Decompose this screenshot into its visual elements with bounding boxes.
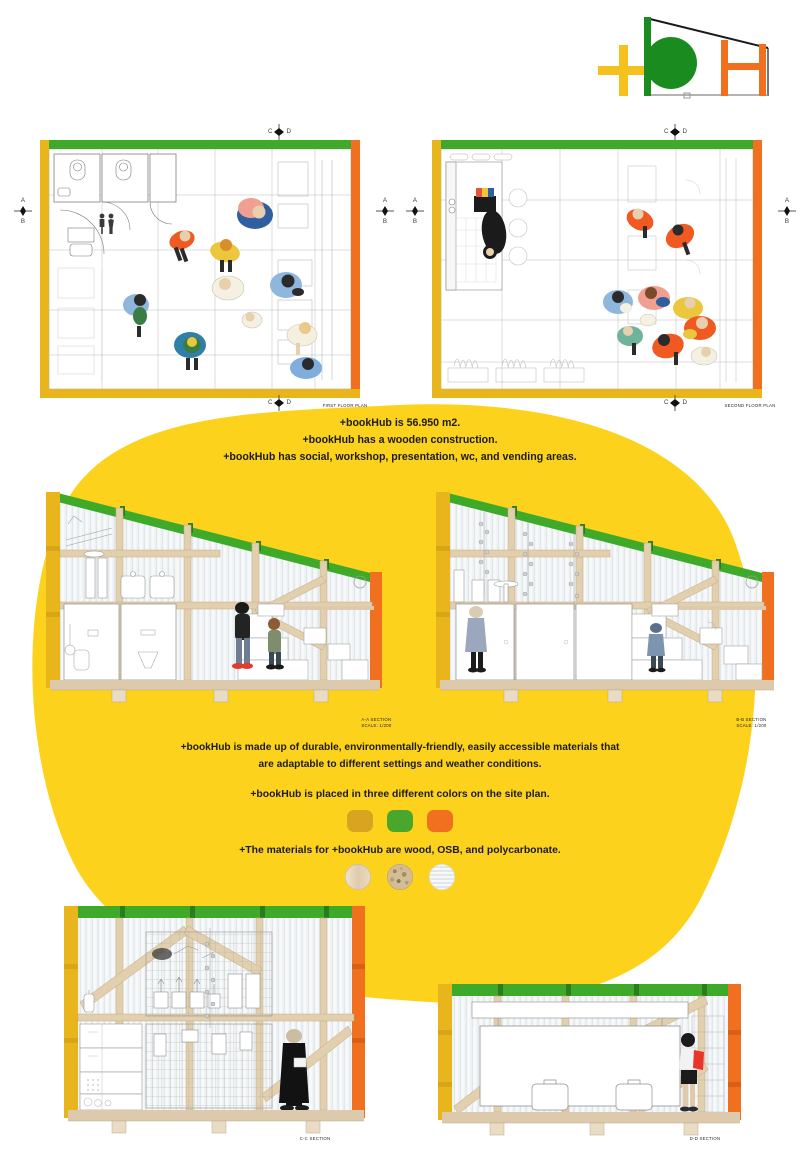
aa-orange-wall: [370, 572, 382, 688]
text-2-line-2: are adaptable to different settings and …: [258, 758, 542, 770]
plan1-marker-left: A B: [14, 197, 32, 225]
plan1-marker-right: A B: [376, 197, 394, 225]
cc-green-roof: [72, 906, 360, 918]
wc-pictogram-icon: [99, 213, 114, 234]
bb-person-2: [647, 623, 666, 673]
text-1-line-3: +bookHub has social, workshop, presentat…: [223, 451, 577, 464]
text-1-line-1: +bookHub is 56.950 m2.: [339, 417, 461, 429]
aa-person-1: [232, 602, 253, 669]
plan1-people: [123, 198, 322, 379]
text-block-3: +bookHub is placed in three different co…: [0, 787, 800, 804]
cc-yellow-wall: [64, 906, 78, 1118]
plan2-marker-bottom: C D: [664, 395, 687, 411]
plan1-orange-edge: [351, 140, 360, 398]
aa-caption-line-2: SCALE: 1/200: [361, 723, 392, 729]
color-swatch-row: [0, 810, 800, 832]
cc-mesh-shelf-upper: [145, 931, 273, 1017]
dd-upper-board: [471, 1001, 689, 1019]
logo-b-icon: [644, 17, 697, 96]
aa-caption-line-1: A-A SECTION: [361, 717, 392, 723]
material-swatch-osb: [387, 864, 413, 890]
caption-cc-section: C-C SECTION: [299, 1136, 331, 1141]
aa-person-2: [266, 618, 284, 670]
text-block-4: +The materials for +bookHub are wood, OS…: [0, 843, 800, 860]
drawing-aa-section: [42, 484, 388, 706]
logo-roof-line: [645, 17, 769, 49]
plan2-planting-strip: [447, 358, 585, 383]
dd-storage-boxes: [531, 1079, 653, 1111]
drawing-second-floor-plan: [432, 140, 762, 398]
dd-green-roof: [446, 984, 736, 996]
drawing-first-floor-plan: [40, 140, 360, 398]
text-1-line-2: +bookHub has a wooden construction.: [302, 434, 498, 447]
plan2-marker-left: A B: [406, 197, 424, 225]
color-swatch-gold: [347, 810, 373, 832]
plan2-green-edge: [432, 140, 762, 149]
bb-person-1: [465, 606, 487, 673]
bb-floor-slab: [440, 680, 774, 690]
aa-green-roof: [54, 492, 374, 583]
plan2-marker-right: A B: [778, 197, 796, 225]
drawing-dd-section: [436, 978, 744, 1136]
caption-second-floor-plan: SECOND FLOOR PLAN: [724, 403, 776, 408]
caption-aa-section: A-A SECTION SCALE: 1/200: [330, 711, 420, 730]
plan1-marker-bottom: C D: [268, 395, 291, 411]
drawing-bb-section: [432, 484, 780, 706]
cc-floor-slab: [68, 1110, 364, 1121]
caption-first-floor-plan: FIRST FLOOR PLAN: [322, 403, 368, 408]
bb-caption-line-2: SCALE: 1/200: [736, 723, 767, 729]
material-swatch-wood: [345, 864, 371, 890]
aa-floor-slab: [50, 680, 380, 690]
plan2-worker: [474, 188, 507, 259]
plan1-yellow-edge: [40, 140, 49, 398]
logo-plus-icon: [598, 45, 650, 96]
plan2-people: [603, 208, 718, 366]
text-2-line-1: +bookHub is made up of durable, environm…: [180, 742, 620, 753]
bb-hanging-plants: [478, 512, 580, 610]
dd-orange-wall: [728, 984, 741, 1120]
plan1-green-edge: [40, 140, 360, 149]
caption-bb-section: B-B SECTION SCALE: 1/200: [700, 711, 800, 730]
drawing-cc-section: [62, 898, 368, 1136]
plan2-yellow-edge: [432, 140, 441, 398]
dd-person-with-backpack: [678, 1033, 704, 1112]
text-block-1: +bookHub is 56.950 m2. +bookHub has a wo…: [0, 415, 800, 466]
dd-floor-slab: [442, 1112, 740, 1123]
bb-caption-line-1: B-B SECTION: [736, 717, 767, 723]
cc-orange-wall: [352, 906, 365, 1118]
caption-dd-section: D-D SECTION: [689, 1136, 721, 1141]
dd-backpack: [693, 1050, 704, 1070]
cc-person-reading: [279, 1029, 309, 1111]
color-swatch-green: [387, 810, 413, 832]
color-swatch-orange: [427, 810, 453, 832]
cc-mesh-shelf-lower: [145, 1023, 273, 1109]
plan2-marker-top: C D: [664, 124, 687, 140]
material-swatch-polycarbonate: [429, 864, 455, 890]
text-3-line-1: +bookHub is placed in three different co…: [250, 789, 550, 800]
plan2-orange-edge: [753, 140, 762, 398]
logo-h-icon: [721, 40, 766, 96]
text-4-line-1: +The materials for +bookHub are wood, OS…: [239, 845, 561, 856]
bb-yellow-wall: [436, 492, 450, 688]
bb-green-roof: [444, 492, 766, 583]
aa-yellow-wall: [46, 492, 60, 688]
plan1-marker-top: C D: [268, 124, 291, 140]
material-swatch-row: [0, 864, 800, 890]
logo: [580, 8, 780, 108]
dd-yellow-wall: [438, 984, 452, 1120]
bb-orange-wall: [762, 572, 774, 688]
cc-hanging-plant: [204, 928, 216, 1028]
text-block-2: +bookHub is made up of durable, environm…: [0, 740, 800, 773]
